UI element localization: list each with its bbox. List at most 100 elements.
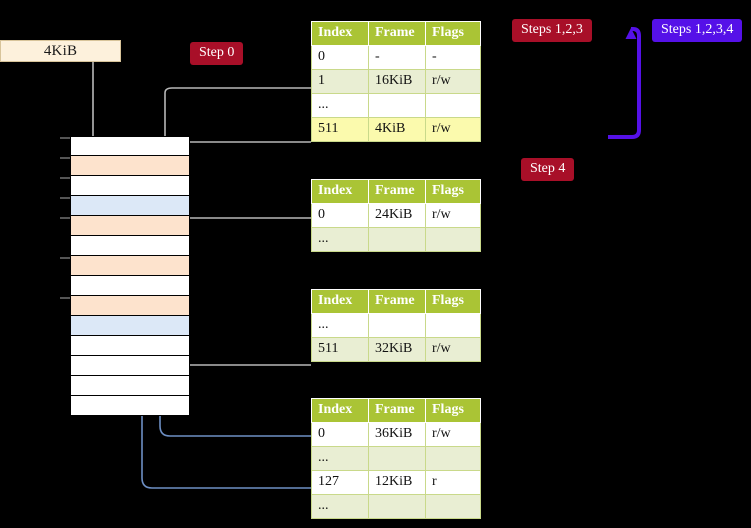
cell-index: 0: [311, 422, 369, 447]
cell-index: ...: [311, 93, 369, 118]
cell-frame: 24KiB: [368, 203, 426, 228]
cell-frame: 32KiB: [368, 337, 426, 362]
cell-frame: [368, 494, 426, 519]
cell-index: ...: [311, 446, 369, 471]
cell-flags: [425, 313, 481, 338]
cell-index: ...: [311, 227, 369, 252]
cell-index: 0: [311, 203, 369, 228]
cell-index: 511: [311, 117, 369, 142]
cell-index: 0: [311, 45, 369, 70]
cell-frame: 16KiB: [368, 69, 426, 94]
cell-flags: [425, 93, 481, 118]
cell-flags: [425, 494, 481, 519]
table-row: ...: [311, 494, 481, 519]
cell-frame: 12KiB: [368, 470, 426, 495]
badge-step-4: Step 4: [521, 158, 575, 181]
memory-frame-row: [71, 396, 189, 416]
badge-label: Steps 1,2,3: [521, 22, 583, 37]
cell-index: ...: [311, 494, 369, 519]
cell-frame: [368, 227, 426, 252]
cell-flags: -: [425, 45, 481, 70]
cell-frame: [368, 93, 426, 118]
cell-index: 1: [311, 69, 369, 94]
table-row: ...: [311, 313, 481, 338]
grid-tick: [60, 137, 71, 139]
column-header-frame: Frame: [368, 21, 426, 46]
cell-frame: 36KiB: [368, 422, 426, 447]
column-header-index: Index: [311, 21, 369, 46]
table-row: ...: [311, 446, 481, 471]
grid-tick: [60, 257, 71, 259]
badge-label: Steps 1,2,3,4: [661, 22, 734, 37]
memblock-4kib: 4KiB: [0, 40, 121, 62]
table-row: ...: [311, 93, 481, 118]
column-header-frame: Frame: [368, 398, 426, 423]
cell-frame: [368, 313, 426, 338]
badge-step-0: Step 0: [190, 42, 244, 65]
cell-flags: r/w: [425, 69, 481, 94]
cell-frame: 4KiB: [368, 117, 426, 142]
memory-frame-row: [71, 236, 189, 256]
table-row: 0--: [311, 45, 481, 70]
memory-frame-row: [71, 176, 189, 196]
memory-frame-row: [71, 196, 189, 216]
column-header-frame: Frame: [368, 179, 426, 204]
wire-pd-entry-to-frame: [173, 296, 311, 366]
grid-tick: [60, 217, 71, 219]
cell-index: ...: [311, 313, 369, 338]
grid-tick: [60, 157, 71, 159]
physical-memory-grid: [70, 136, 190, 416]
cell-frame: [368, 446, 426, 471]
memory-frame-row: [71, 316, 189, 336]
wire-steps-loop: [608, 27, 641, 139]
cell-index: 511: [311, 337, 369, 362]
column-header-index: Index: [311, 289, 369, 314]
memory-frame-row: [71, 296, 189, 316]
badge-steps-1234: Steps 1,2,3,4: [652, 19, 743, 42]
wire-pdpt-entry-to-frame: [174, 217, 311, 256]
cell-frame: -: [368, 45, 426, 70]
memory-frame-row: [71, 376, 189, 396]
table-row: ...: [311, 227, 481, 252]
wire-pml4-to-pdpt-frame: [164, 87, 311, 94]
memory-frame-row: [71, 216, 189, 236]
cell-flags: r: [425, 470, 481, 495]
memory-frame-row: [71, 136, 189, 156]
column-header-index: Index: [311, 398, 369, 423]
grid-tick: [60, 297, 71, 299]
memory-frame-row: [71, 356, 189, 376]
memory-frame-row: [71, 276, 189, 296]
memory-frame-row: [71, 156, 189, 176]
memory-frame-row: [71, 336, 189, 356]
column-header-flags: Flags: [425, 398, 481, 423]
cell-index: 127: [311, 470, 369, 495]
column-header-frame: Frame: [368, 289, 426, 314]
cell-flags: r/w: [425, 337, 481, 362]
column-header-flags: Flags: [425, 21, 481, 46]
cell-flags: r/w: [425, 203, 481, 228]
column-header-flags: Flags: [425, 179, 481, 204]
cell-flags: r/w: [425, 422, 481, 447]
memory-frame-row: [71, 256, 189, 276]
grid-tick: [60, 177, 71, 179]
badge-steps-123: Steps 1,2,3: [512, 19, 592, 42]
column-header-flags: Flags: [425, 289, 481, 314]
memblock-label: 4KiB: [43, 42, 78, 59]
cell-flags: r/w: [425, 117, 481, 142]
badge-label: Step 4: [530, 161, 566, 176]
cell-flags: [425, 446, 481, 471]
cell-flags: [425, 227, 481, 252]
grid-tick: [60, 197, 71, 199]
column-header-index: Index: [311, 179, 369, 204]
